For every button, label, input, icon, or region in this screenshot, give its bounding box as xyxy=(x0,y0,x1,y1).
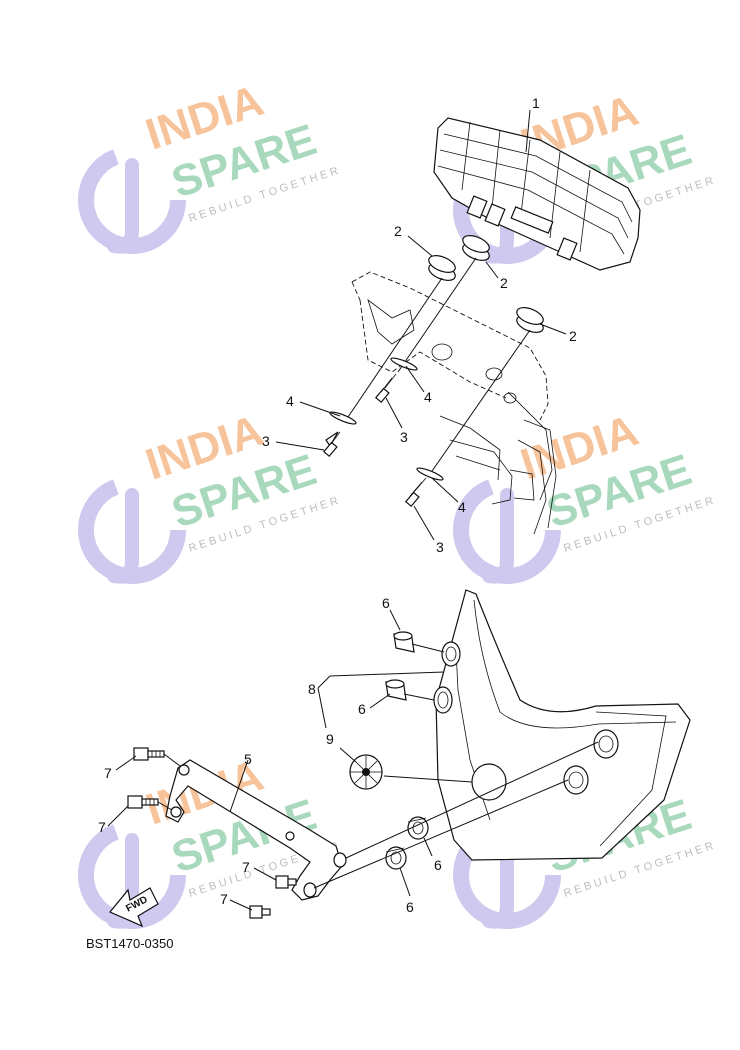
callout-6-right-upper: 6 xyxy=(434,857,442,873)
bolt-upper-left xyxy=(133,747,165,761)
callout-7-center: 7 xyxy=(242,859,250,875)
panel-mount-boss-lower xyxy=(563,765,589,795)
bolt-center xyxy=(275,875,297,889)
callout-9: 9 xyxy=(326,731,334,747)
callout-6-top: 6 xyxy=(382,595,390,611)
callout-1: 1 xyxy=(532,95,540,111)
grommet xyxy=(349,754,383,790)
panel-hole-lower xyxy=(433,686,453,714)
callout-8: 8 xyxy=(308,681,316,697)
callout-3-left: 3 xyxy=(262,433,270,449)
callout-4-left: 4 xyxy=(286,393,294,409)
washer-right xyxy=(416,467,444,481)
callout-6-right-lower: 6 xyxy=(406,899,414,915)
callout-2-center: 2 xyxy=(500,275,508,291)
callout-7-lower-left: 7 xyxy=(98,819,106,835)
callout-2-right: 2 xyxy=(569,328,577,344)
screw-right xyxy=(404,477,427,508)
collar-top xyxy=(393,631,415,653)
bolt-bottom xyxy=(249,905,271,919)
meter-body xyxy=(433,117,641,271)
callout-7-upper-left: 7 xyxy=(104,765,112,781)
watermark-mid-left: INDIA SPARE REBUILD TOGETHER xyxy=(78,406,343,584)
meter-bracket xyxy=(351,271,557,535)
screw-left xyxy=(322,431,341,458)
panel-hole-round xyxy=(471,763,507,801)
stay-bracket xyxy=(165,759,347,901)
panel-mount-boss-upper xyxy=(593,729,619,759)
damper-center xyxy=(462,235,490,261)
panel-hole-upper xyxy=(441,641,461,667)
damper-left xyxy=(428,255,456,281)
callout-2-left: 2 xyxy=(394,223,402,239)
callout-7-bottom: 7 xyxy=(220,891,228,907)
callout-3-right: 3 xyxy=(436,539,444,555)
watermark-top-left: INDIA SPARE REBUILD TOGETHER xyxy=(78,76,343,254)
washer-center xyxy=(390,357,418,371)
damper-right xyxy=(516,307,544,333)
callout-4-right: 4 xyxy=(458,499,466,515)
watermark-mid-right: INDIA SPARE REBUILD TOGETHER xyxy=(453,406,718,584)
drawing-code: BST1470-0350 xyxy=(86,936,173,951)
callout-3-center: 3 xyxy=(400,429,408,445)
washer-left xyxy=(329,411,357,425)
cowl-assembly xyxy=(127,589,691,919)
meter-assembly xyxy=(322,117,641,535)
collar-mid xyxy=(385,679,407,701)
callout-4-center: 4 xyxy=(424,389,432,405)
fwd-arrow-icon: FWD xyxy=(109,887,159,928)
collar-right-lower xyxy=(385,846,407,870)
callout-6-mid: 6 xyxy=(358,701,366,717)
callout-5: 5 xyxy=(244,751,252,767)
screw-center xyxy=(374,373,397,404)
